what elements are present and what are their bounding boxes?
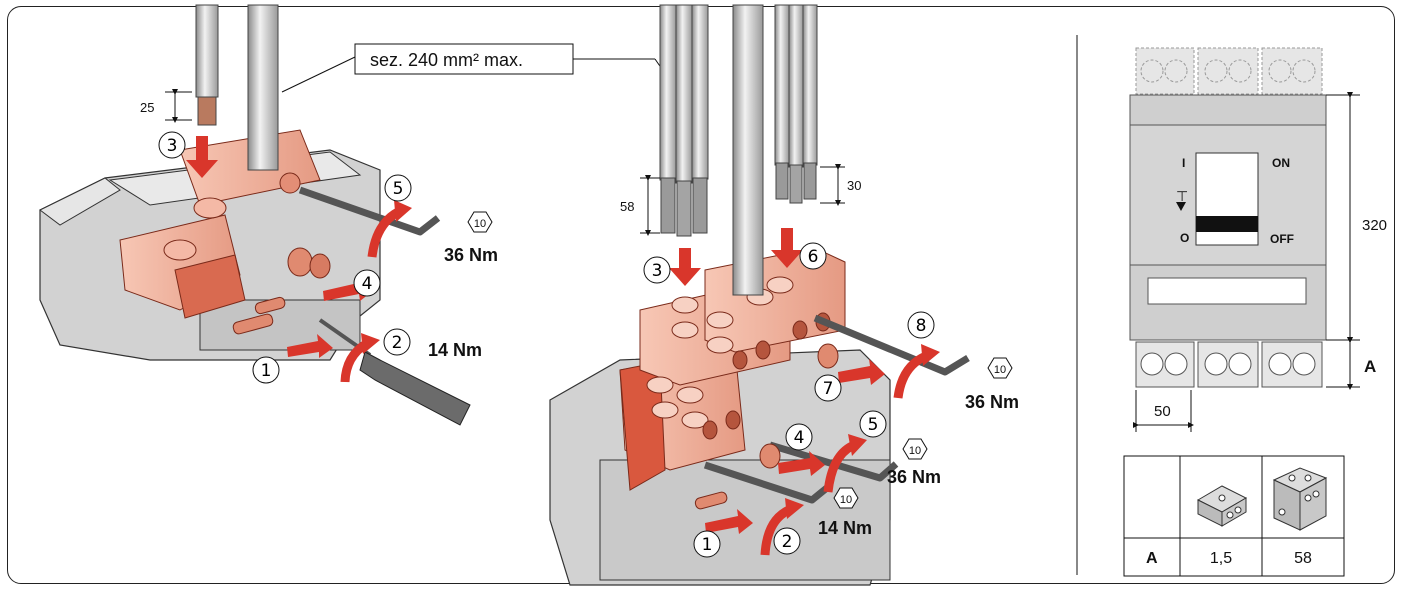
step-1-label: 1 [261,361,272,381]
svg-text:6: 6 [808,247,819,267]
rotate-arrow [893,351,928,399]
height-dimension: 320 [1362,217,1387,234]
strip-length-58: 58 [620,199,634,214]
svg-text:5: 5 [868,415,879,435]
cable [247,4,279,171]
down-arrow [771,228,803,268]
center-illustration: 58 30 3 6 8 7 4 5 1 2 10 36 Nm 10 36 Nm … [549,4,1019,586]
small-terminal-icon [1196,485,1248,527]
width-dimension: 50 [1154,403,1171,420]
hex-icon [902,438,928,460]
a-dimension-label: A [1364,357,1376,376]
svg-text:4: 4 [794,428,805,448]
breaker-front-view: I ⊤ O ON OFF 320 A 50 [1129,47,1387,432]
table-value-small: 1,5 [1210,550,1232,567]
hex-key [813,314,970,376]
insert-arrow [705,509,753,534]
step-4-label: 4 [362,274,373,294]
cable-section-callout: sez. 240 mm² max. [281,43,681,96]
rotate-arrow [823,441,855,493]
svg-text:3: 3 [652,261,663,281]
hex-key [703,461,831,504]
step-2-label: 2 [392,333,403,353]
step-5-label: 5 [393,179,404,199]
left-illustration: 25 3 5 4 2 1 10 36 Nm 14 Nm [39,4,498,426]
insert-arrow [778,451,825,476]
down-arrow [186,136,218,178]
svg-text:10: 10 [994,364,1006,376]
hex-key [298,186,441,236]
torque-14nm-center: 14 Nm [818,518,872,538]
torque-36nm-lower: 36 Nm [887,467,941,487]
svg-text:8: 8 [916,316,927,336]
insert-arrow [287,334,333,358]
strip-length-30: 30 [847,178,861,193]
label-on: ON [1272,156,1290,170]
down-arrow [669,248,701,286]
terminal-table: A 1,5 58 [1123,455,1345,577]
torque-14nm-left: 14 Nm [428,340,482,360]
hex-icon [833,487,859,509]
cable [659,4,818,296]
label-o: O [1180,231,1189,245]
svg-text:1: 1 [702,535,713,555]
cable-section-note: sez. 240 mm² max. [370,50,523,70]
svg-text:10: 10 [474,218,486,230]
large-terminal-icon [1272,467,1328,531]
rotate-arrow [760,505,792,556]
step-3-label: 3 [167,136,178,156]
hex-icon [467,211,493,233]
insert-arrow [838,359,885,385]
table-row-label: A [1146,550,1158,567]
svg-text:⊤: ⊤ [1176,188,1188,204]
hex-key [768,441,899,482]
hex-icon [987,357,1013,379]
screw [232,247,331,335]
label-off: OFF [1270,232,1294,246]
torque-36nm-left: 36 Nm [444,245,498,265]
rotate-arrow [367,208,401,258]
svg-text:2: 2 [782,532,793,552]
table-value-large: 58 [1294,550,1312,567]
label-i: I [1182,156,1185,170]
strip-length-left: 25 [140,100,154,115]
svg-text:10: 10 [909,445,921,457]
svg-text:7: 7 [823,379,834,399]
cable [195,4,219,98]
svg-text:10: 10 [840,494,852,506]
torque-36nm-upper: 36 Nm [965,392,1019,412]
